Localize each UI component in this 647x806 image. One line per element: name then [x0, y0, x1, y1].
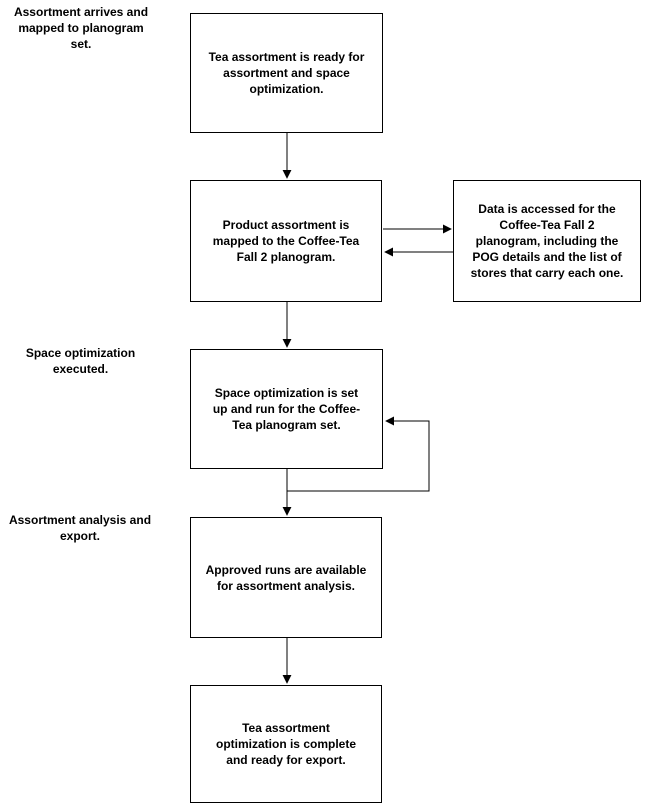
flow-node-approved-runs-available: Approved runs are available for assortme…	[190, 517, 382, 638]
phase-label-assortment-analysis-export: Assortment analysis and export.	[8, 513, 152, 543]
flow-node-tea-assortment-complete: Tea assortment optimization is complete …	[190, 685, 382, 803]
flow-node-tea-assortment-ready: Tea assortment is ready for assortment a…	[190, 13, 383, 133]
flow-node-product-assortment-mapped: Product assortment is mapped to the Coff…	[190, 180, 382, 302]
phase-label-assortment-arrives: Assortment arrives and mapped to planogr…	[13, 5, 149, 51]
edge-node3-feedback-loop-arrow	[287, 416, 430, 492]
flow-node-data-accessed: Data is accessed for the Coffee-Tea Fall…	[453, 180, 641, 302]
phase-label-space-optimization-executed: Space optimization executed.	[25, 346, 136, 376]
flow-node-space-optimization-run: Space optimization is set up and run for…	[190, 349, 383, 469]
